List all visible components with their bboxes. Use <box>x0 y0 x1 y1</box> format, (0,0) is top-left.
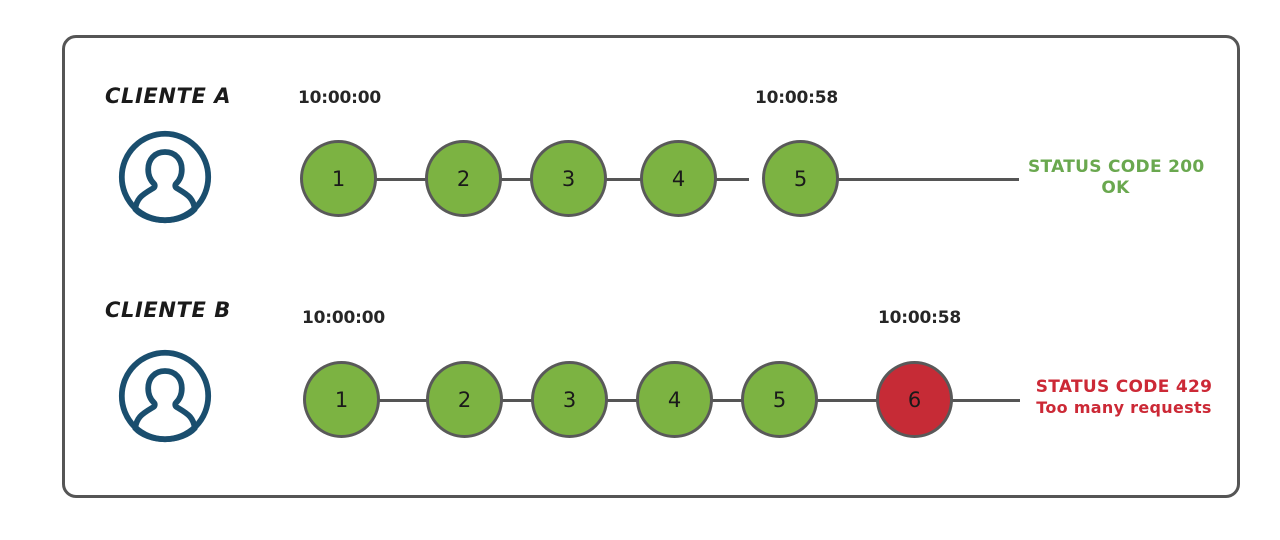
connector-b-5-6 <box>793 399 881 402</box>
user-avatar-icon <box>117 348 213 444</box>
status-text-line: Too many requests <box>1036 398 1212 418</box>
node-label: 1 <box>331 166 346 191</box>
node-label: 4 <box>667 387 682 412</box>
node-label: 1 <box>334 387 349 412</box>
request-node[interactable]: 3 <box>531 361 608 438</box>
connector-b-1-2 <box>375 399 431 402</box>
node-label: 5 <box>793 166 808 191</box>
node-label: 2 <box>456 166 471 191</box>
client-b-label: CLIENTE B <box>105 298 231 322</box>
connector-a-5-status <box>837 178 1019 181</box>
client-b-status-badge: STATUS CODE 429 Too many requests <box>1028 377 1220 418</box>
connector-a-2-3 <box>477 178 539 181</box>
request-node-rejected[interactable]: 6 <box>876 361 953 438</box>
request-node[interactable]: 3 <box>530 140 607 217</box>
client-b-time-end: 10:00:58 <box>878 308 961 328</box>
connector-a-3-4 <box>582 178 644 181</box>
request-node[interactable]: 4 <box>636 361 713 438</box>
request-node[interactable]: 2 <box>426 361 503 438</box>
client-a-label: CLIENTE A <box>105 84 232 108</box>
connector-a-4-5 <box>687 178 749 181</box>
client-a-status-badge: STATUS CODE 200 OK <box>1028 157 1205 200</box>
connector-b-6-status <box>948 399 1020 402</box>
user-avatar-icon <box>117 129 213 225</box>
request-node[interactable]: 5 <box>762 140 839 217</box>
node-label: 2 <box>457 387 472 412</box>
node-label: 3 <box>561 166 576 191</box>
status-code-line: STATUS CODE 429 <box>1035 377 1213 397</box>
client-a-time-start: 10:00:00 <box>298 88 381 108</box>
connector-b-2-3 <box>478 399 532 402</box>
client-a-time-end: 10:00:58 <box>755 88 838 108</box>
client-b-time-start: 10:00:00 <box>302 308 385 328</box>
connector-b-4-5 <box>688 399 743 402</box>
request-node[interactable]: 2 <box>425 140 502 217</box>
request-node[interactable]: 5 <box>741 361 818 438</box>
status-code-line: STATUS CODE 200 <box>1028 157 1205 177</box>
request-node[interactable]: 4 <box>640 140 717 217</box>
diagram-frame <box>62 35 1240 498</box>
node-label: 4 <box>671 166 686 191</box>
node-label: 5 <box>772 387 787 412</box>
request-node[interactable]: 1 <box>303 361 380 438</box>
status-text-line: OK <box>1101 178 1130 199</box>
node-label: 3 <box>562 387 577 412</box>
connector-a-1-2 <box>372 178 434 181</box>
node-label: 6 <box>907 387 922 412</box>
connector-b-3-4 <box>583 399 638 402</box>
request-node[interactable]: 1 <box>300 140 377 217</box>
